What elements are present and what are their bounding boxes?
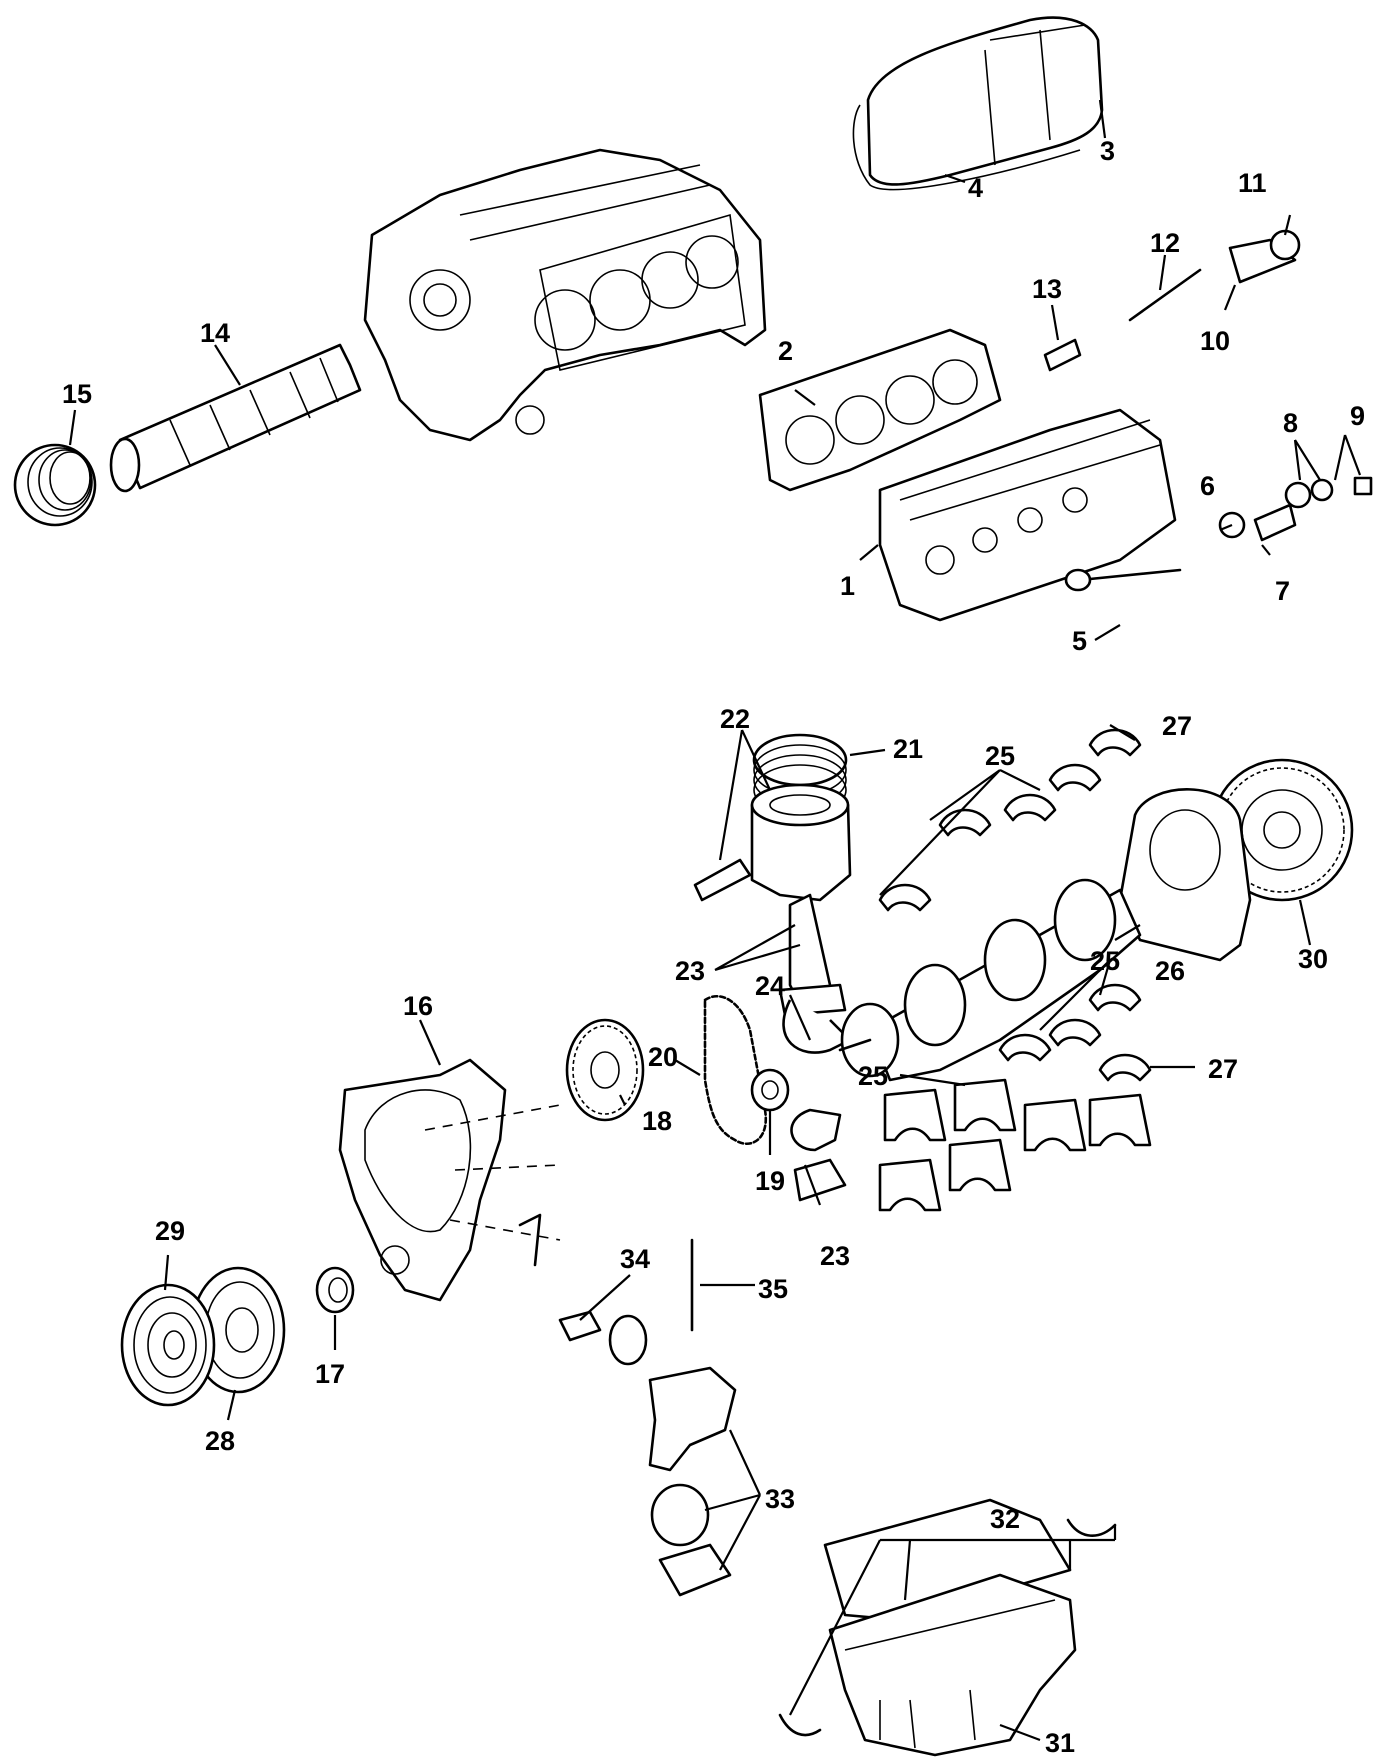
callout-21: 21 (893, 734, 923, 764)
callout-5: 5 (1072, 626, 1087, 656)
callout-19: 19 (755, 1166, 785, 1196)
crank-sprocket (750, 1068, 790, 1112)
callout-34: 34 (620, 1244, 650, 1274)
callout-23b: 23 (820, 1241, 850, 1271)
callout-6: 6 (1200, 471, 1215, 501)
callout-27a: 27 (1162, 711, 1192, 741)
callout-4: 4 (968, 173, 983, 203)
callout-17: 17 (315, 1359, 345, 1389)
callout-2: 2 (778, 336, 793, 366)
callout-35: 35 (758, 1274, 788, 1304)
piston (693, 783, 852, 902)
callout-12: 12 (1150, 228, 1180, 258)
callout-16: 16 (403, 991, 433, 1021)
oil-pump (648, 1366, 737, 1597)
callout-20: 20 (648, 1042, 678, 1072)
callout-33: 33 (765, 1484, 795, 1514)
crank-pulley (120, 1283, 216, 1407)
callout-13: 13 (1032, 274, 1062, 304)
main-bearing-caps (878, 1078, 1152, 1212)
main-bearings (878, 728, 1152, 1082)
callout-27b: 27 (1208, 1054, 1238, 1084)
oil-pan (828, 1573, 1077, 1757)
callout-25a: 25 (985, 741, 1015, 771)
timing-chain (703, 994, 768, 1146)
callout-23a: 23 (675, 956, 705, 986)
callout-11: 11 (1238, 168, 1267, 198)
rear-plate (1118, 788, 1252, 962)
crank-seal (315, 1266, 355, 1314)
callout-15: 15 (62, 379, 92, 409)
camshaft (109, 343, 362, 493)
callout-10: 10 (1200, 326, 1230, 356)
connecting-rod (778, 893, 852, 1202)
callout-30: 30 (1298, 944, 1328, 974)
cam-sprocket (565, 1018, 645, 1122)
crankshaft (838, 878, 1142, 1082)
oil-pump-flange (558, 1310, 648, 1366)
callout-32: 32 (990, 1504, 1020, 1534)
callout-14: 14 (200, 318, 230, 348)
callout-3: 3 (1100, 136, 1115, 166)
head-gasket (758, 328, 1002, 492)
callouts: 1 2 3 4 5 6 7 8 9 10 11 12 13 14 15 16 1… (62, 136, 1365, 1758)
callout-26: 26 (1155, 956, 1185, 986)
callout-22: 22 (720, 704, 750, 734)
callout-24: 24 (755, 971, 785, 1001)
callout-18: 18 (642, 1106, 672, 1136)
valve-cover (852, 16, 1104, 191)
timing-cover (338, 1058, 561, 1302)
cylinder-head (878, 408, 1177, 622)
callout-29: 29 (155, 1216, 185, 1246)
callout-8: 8 (1283, 408, 1298, 438)
engine-block (363, 148, 767, 442)
callout-25b: 25 (1090, 946, 1120, 976)
callout-9: 9 (1350, 401, 1365, 431)
callout-7: 7 (1275, 576, 1290, 606)
callout-1: 1 (840, 571, 855, 601)
callout-31: 31 (1045, 1728, 1075, 1758)
callout-28: 28 (205, 1426, 235, 1456)
timing-spring (13, 443, 97, 527)
leader-lines (68, 99, 1362, 1742)
callout-25c: 25 (858, 1061, 888, 1091)
